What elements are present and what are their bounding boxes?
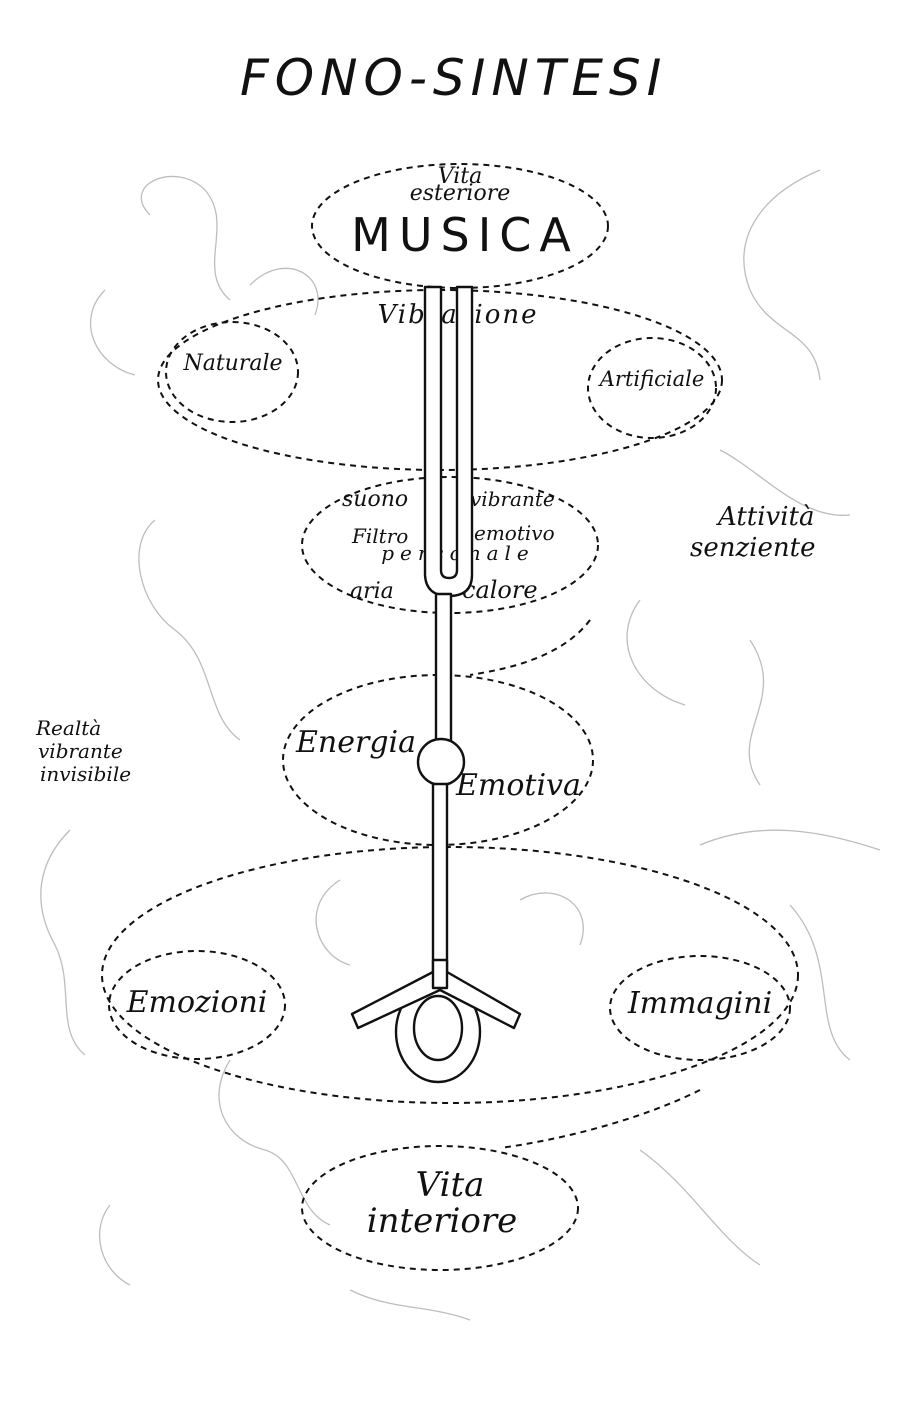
top-ellipse <box>311 163 609 289</box>
energy-connector <box>469 619 591 676</box>
tuning-fork-joint <box>431 958 449 990</box>
bottom-ellipse <box>301 1145 579 1271</box>
artificial-ellipse <box>587 337 717 439</box>
emotions-label: Emozioni <box>126 985 268 1020</box>
tuning-fork-ball <box>416 737 466 787</box>
tuning-fork-loop-inner <box>412 994 464 1062</box>
tuning-fork-stem-upper <box>434 592 453 746</box>
filter-filtro: Filtro <box>351 524 408 548</box>
bottom-node-line1: Vita <box>416 1165 485 1205</box>
tuning-fork-figure <box>350 285 522 1084</box>
energy-left-label: Energia <box>295 725 416 760</box>
images-ellipse <box>609 955 791 1061</box>
emotions-ellipse <box>108 950 286 1060</box>
natural-ellipse <box>165 321 299 423</box>
filter-ellipse <box>301 476 599 614</box>
side-left-line1: Realtà <box>35 716 101 740</box>
diagram-title: FONO-SINTESI <box>240 49 667 107</box>
bottom-node-line2: interiore <box>367 1201 518 1241</box>
side-right-line1: Attività <box>716 502 814 532</box>
top-node-small-line1: Vita <box>438 164 483 189</box>
lower-ellipse <box>101 846 799 1104</box>
top-node-main-label: MUSICA <box>351 208 579 262</box>
filter-calore: calore <box>462 576 538 604</box>
side-left-line3: invisibile <box>40 762 131 786</box>
top-node-small-line2: esteriore <box>410 181 511 206</box>
bottom-connector <box>499 1089 701 1149</box>
filter-suono: suono <box>342 487 408 512</box>
energy-right-label: Emotiva <box>455 768 581 803</box>
background-squiggles <box>40 169 881 1321</box>
filter-personale: personale <box>381 541 535 565</box>
filter-emotivo: emotivo <box>474 521 555 545</box>
artificial-label: Artificiale <box>598 367 705 391</box>
images-label: Immagini <box>627 986 772 1021</box>
filter-aria: aria <box>350 579 394 604</box>
natural-label: Naturale <box>182 351 282 376</box>
side-right-line2: senziente <box>690 533 815 563</box>
filter-vibrante: vibrante <box>470 487 555 511</box>
side-left-line2: vibrante <box>38 739 123 763</box>
tuning-fork-stem-lower <box>431 782 449 976</box>
